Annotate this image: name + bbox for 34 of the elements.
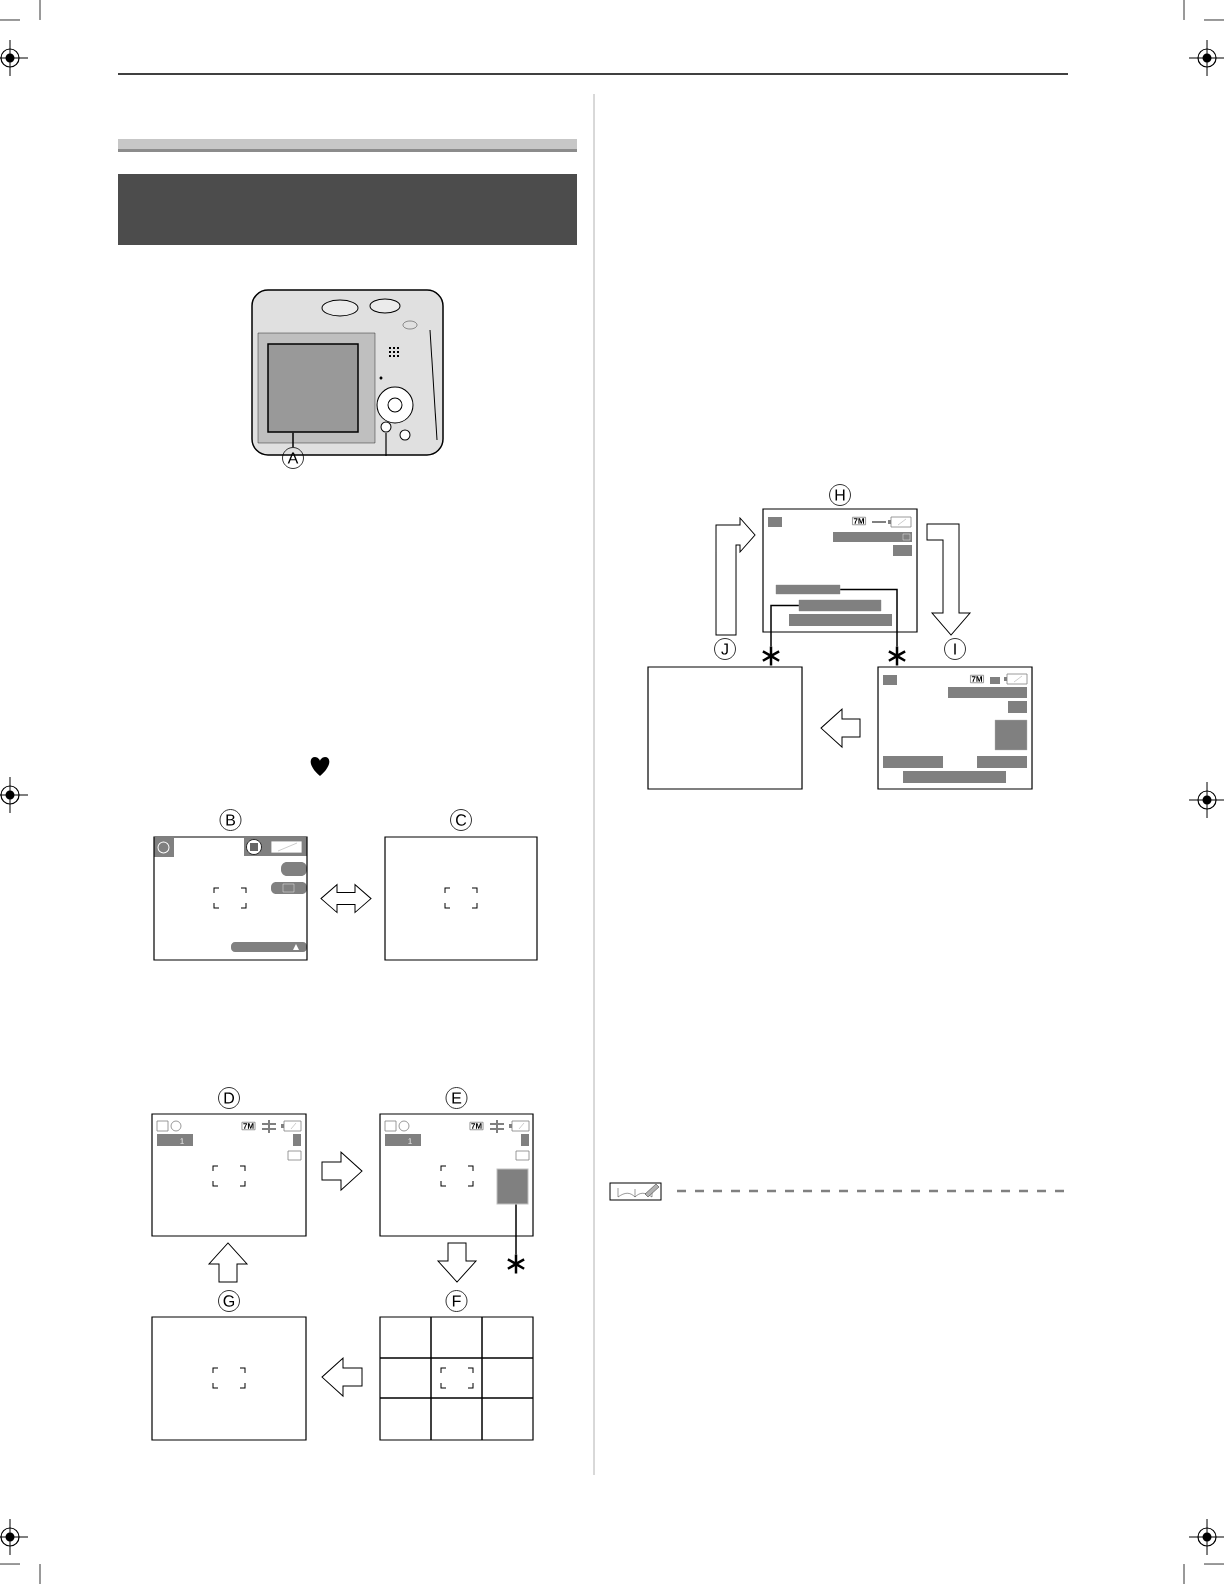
node-label: H: [835, 489, 845, 501]
asterisk: ∗: [762, 646, 780, 666]
block-arrow: [321, 1357, 363, 1397]
display-part: [496, 1168, 529, 1205]
node-label: J: [721, 643, 728, 655]
node-label: G: [223, 1295, 235, 1307]
count-number: 1: [408, 1138, 412, 1144]
info-bar: [775, 584, 841, 595]
node-label: F: [452, 1295, 461, 1307]
screen-frame: C: [384, 809, 538, 961]
asterisk: ∗: [507, 1254, 525, 1274]
leader-line: [292, 432, 294, 448]
block-arrow: [320, 884, 372, 913]
count-number: 1: [180, 1138, 184, 1144]
block-arrow: [820, 708, 861, 748]
block-arrow: [437, 1242, 477, 1283]
leader-line: [770, 604, 800, 648]
screen-frame: F: [379, 1290, 534, 1441]
node-label: D: [224, 1092, 235, 1104]
leader-line: [839, 588, 898, 648]
block-arrow: [321, 1151, 363, 1191]
node-label: C: [456, 814, 467, 826]
display-part: [267, 343, 359, 433]
node-label: E: [452, 1092, 462, 1104]
leader-line: [515, 1203, 517, 1256]
node-label: I: [954, 643, 956, 655]
screen-frame: B: [153, 809, 308, 961]
block-arrow: [715, 517, 756, 636]
screen-frame: G: [151, 1290, 307, 1441]
asterisk: ∗: [888, 646, 906, 666]
info-bar: [798, 599, 882, 612]
block-arrow: [208, 1242, 248, 1283]
block-arrow: [926, 523, 971, 636]
node-label: B: [226, 814, 235, 826]
